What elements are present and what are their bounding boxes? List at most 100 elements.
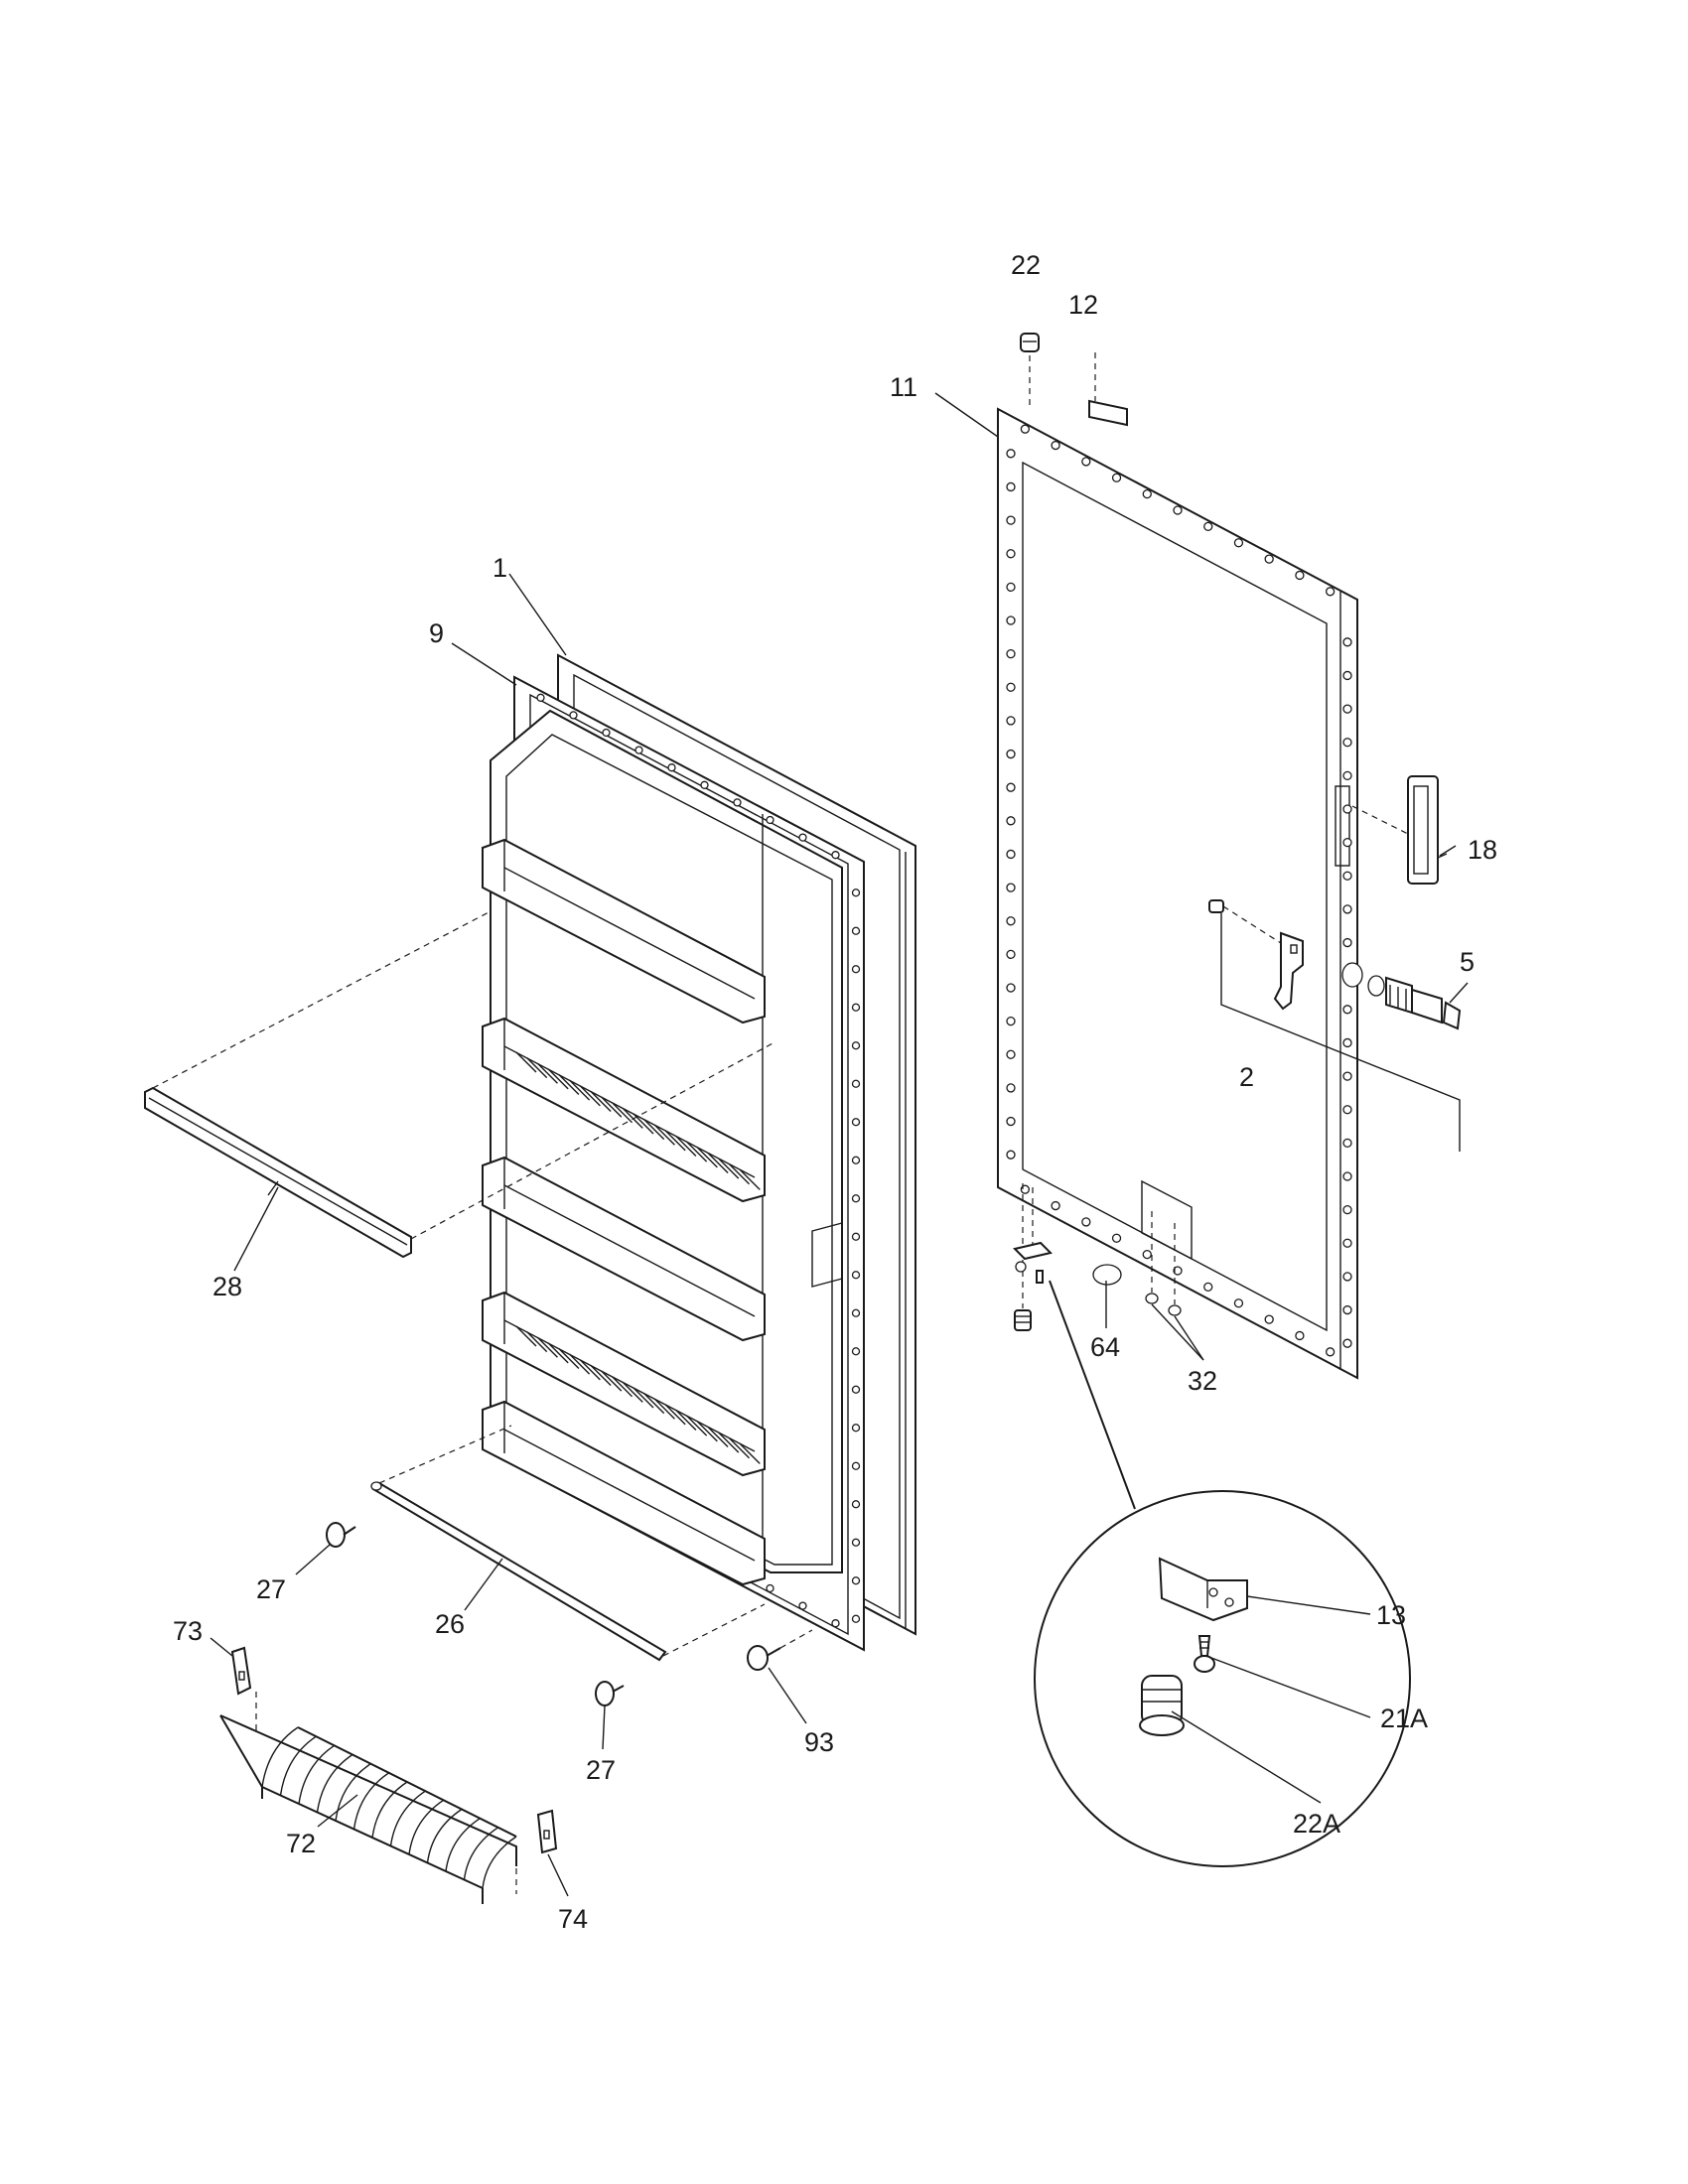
- shelf-rib: [526, 1057, 548, 1079]
- panel-hole: [1006, 983, 1016, 993]
- shelf-rib: [675, 1410, 697, 1432]
- panel-hole: [1203, 521, 1213, 532]
- panel-hole: [1342, 1138, 1352, 1149]
- panel-hole: [1006, 582, 1016, 593]
- shelf-rib: [707, 1152, 729, 1173]
- shelf-rib: [547, 1342, 569, 1364]
- liner-hole: [536, 693, 545, 702]
- panel-hole: [1295, 1330, 1305, 1341]
- panel-hole: [1264, 1314, 1274, 1324]
- liner-hole: [733, 798, 742, 807]
- callout-12: 12: [1068, 290, 1098, 320]
- basket-rib: [482, 1836, 517, 1889]
- liner-hole: [851, 1614, 861, 1623]
- screw-27-b: [595, 1681, 625, 1706]
- panel-hole: [1342, 1272, 1352, 1282]
- panel-hole: [1006, 549, 1016, 559]
- callout-21a: 21A: [1380, 1704, 1428, 1733]
- panel-hole: [1006, 782, 1016, 792]
- shelf-rib: [536, 1336, 558, 1358]
- callout-72: 72: [286, 1829, 316, 1858]
- callout-64: 64: [1090, 1332, 1120, 1362]
- shelf-rib: [569, 1079, 591, 1101]
- panel-hole: [1342, 1171, 1352, 1181]
- callout-93: 93: [804, 1727, 834, 1757]
- liner-hole: [831, 851, 840, 860]
- shelf-rib: [696, 1421, 718, 1442]
- basket-rib: [279, 1735, 317, 1796]
- panel-hole: [1020, 424, 1031, 434]
- liner-hole: [851, 1041, 861, 1050]
- panel-hole: [1142, 1249, 1152, 1260]
- shelf-rib: [558, 1348, 580, 1370]
- plug-22: [1020, 333, 1040, 409]
- basket-rib: [463, 1827, 499, 1880]
- panel-hole: [1233, 1298, 1244, 1308]
- panel-hole: [1325, 1347, 1336, 1357]
- liner-hole: [851, 1347, 861, 1356]
- shelf-rib: [526, 1331, 548, 1353]
- liner-hole: [851, 1003, 861, 1012]
- callout-18: 18: [1468, 835, 1497, 865]
- callout-22a: 22A: [1293, 1809, 1340, 1839]
- panel-hole: [1006, 449, 1016, 459]
- panel-hole: [1006, 1150, 1016, 1160]
- callout-1: 1: [492, 553, 507, 583]
- callout-13: 13: [1376, 1600, 1406, 1630]
- panel-hole: [1006, 883, 1016, 892]
- panel-hole: [1233, 538, 1244, 548]
- callout-5: 5: [1460, 947, 1475, 977]
- shelf-rib: [601, 1370, 623, 1392]
- panel-hole: [1142, 488, 1152, 499]
- shelf-rib: [612, 1102, 633, 1124]
- panel-hole: [1006, 916, 1016, 926]
- detail-circle: [1034, 1280, 1411, 1867]
- panel-hole: [1081, 1217, 1091, 1227]
- panel-hole: [1342, 738, 1352, 748]
- panel-hole: [1342, 837, 1352, 848]
- callout-22: 22: [1011, 250, 1041, 280]
- panel-hole: [1006, 749, 1016, 759]
- panel-hole: [1342, 637, 1352, 647]
- callout-74: 74: [558, 1904, 588, 1934]
- shelf-rib: [664, 1130, 686, 1152]
- shelf-rib: [536, 1062, 558, 1084]
- shelf-rib: [653, 1398, 675, 1420]
- callout-73: 73: [173, 1616, 203, 1646]
- basket-rib: [335, 1763, 371, 1822]
- liner-hole: [700, 780, 709, 789]
- panel-hole: [1342, 1105, 1352, 1115]
- callout-labels: 22 12 11 1 9 18 5 2 28 64 32 27 13 26 73…: [173, 250, 1497, 1934]
- panel-hole: [1295, 570, 1305, 581]
- basket-rib: [389, 1790, 426, 1846]
- screw-27-a: [326, 1522, 356, 1548]
- panel-hole: [1051, 1200, 1060, 1211]
- liner-hole: [831, 1619, 840, 1628]
- liner-hole: [602, 728, 611, 738]
- panel-hole: [1006, 648, 1016, 659]
- screw-93: [747, 1629, 813, 1671]
- panel-hole: [1006, 481, 1016, 492]
- basket-rib: [408, 1799, 445, 1855]
- panel-hole: [1006, 949, 1016, 960]
- callout-32: 32: [1188, 1366, 1217, 1396]
- shelf-rib: [590, 1090, 612, 1112]
- liner-hole: [851, 1461, 861, 1470]
- outer-door-panel: [997, 407, 1358, 1380]
- liner-hole: [851, 888, 861, 897]
- clip-74: [515, 1809, 558, 1894]
- shelf-rib: [653, 1124, 675, 1146]
- panel-hole: [1342, 904, 1352, 914]
- liner-hole: [798, 1601, 807, 1610]
- shelf-rib: [558, 1074, 580, 1096]
- liner-hole: [851, 926, 861, 935]
- clip-73: [230, 1646, 257, 1731]
- liner-hole: [766, 815, 774, 825]
- leader-lines: [210, 392, 1469, 1897]
- panel-hole: [1006, 1083, 1016, 1093]
- liner-hole: [851, 965, 861, 974]
- shelf-rib: [601, 1096, 623, 1118]
- panel-hole: [1006, 1116, 1016, 1127]
- liner-hole: [569, 711, 578, 720]
